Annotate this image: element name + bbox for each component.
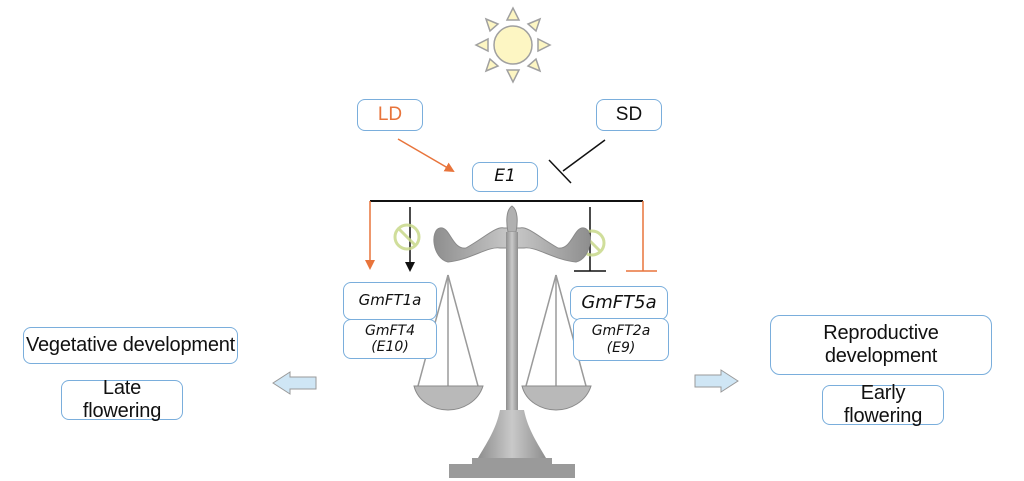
reproductive-development-box: Reproductive development	[770, 315, 992, 375]
long-day-box: LD	[357, 99, 423, 131]
gmft1a-box: GmFT1a	[343, 282, 437, 320]
early-flowering-label: Early flowering	[843, 382, 923, 427]
e10-label: (E10)	[371, 339, 409, 355]
long-day-label: LD	[377, 104, 403, 126]
orange-inhibition-right	[626, 201, 657, 272]
arrow-right-icon	[694, 369, 739, 393]
vegetative-development-box: Vegetative development	[23, 327, 238, 364]
e1-label: E1	[494, 166, 516, 187]
gmft5a-box: GmFT5a	[570, 286, 668, 320]
arrow-left-icon	[272, 371, 317, 395]
late-flowering-label: Late flowering	[82, 377, 162, 422]
reproductive-development-label: Reproductive development	[823, 322, 939, 367]
e9-label: (E9)	[606, 339, 636, 356]
sd-inhibition-line	[548, 139, 606, 184]
sun-icon	[474, 6, 552, 84]
vegetative-development-label: Vegetative development	[25, 334, 236, 356]
gmft4-label: GmFT4	[365, 322, 415, 339]
short-day-label: SD	[615, 104, 643, 126]
gmft1a-label: GmFT1a	[358, 291, 422, 310]
gmft2a-box: GmFT2a (E9)	[573, 318, 669, 361]
ld-activation-arrow	[397, 138, 455, 173]
no-symbol-icon	[393, 223, 421, 251]
gmft5a-label: GmFT5a	[581, 291, 657, 313]
early-flowering-box: Early flowering	[822, 382, 944, 427]
late-flowering-box: Late flowering	[61, 377, 183, 422]
gmft4-box: GmFT4 (E10)	[343, 319, 437, 359]
gmft2a-label: GmFT2a	[591, 323, 651, 340]
balance-scale-icon	[413, 205, 592, 478]
short-day-box: SD	[596, 99, 662, 131]
e1-box: E1	[472, 162, 538, 192]
